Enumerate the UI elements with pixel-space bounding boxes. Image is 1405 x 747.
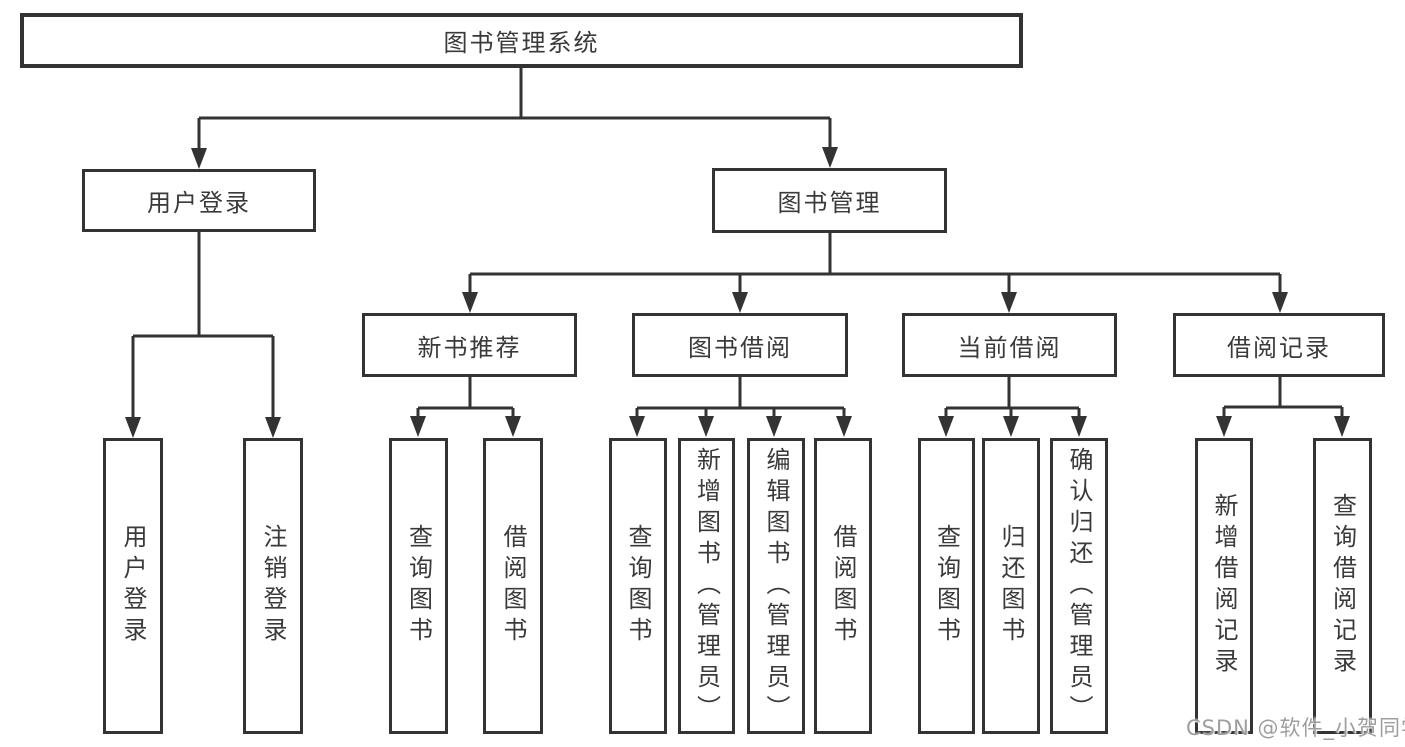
leaf-borrow-books-recommend: 借阅图书	[483, 438, 543, 734]
leaf-query-borrow-record: 查询借阅记录	[1313, 438, 1372, 734]
leaf-query-books-recommend: 查询图书	[389, 438, 448, 734]
watermark-text: CSDN @软件_小贺同学	[1186, 716, 1405, 740]
leaf-query-books-borrowing: 查询图书	[609, 438, 667, 734]
leaf-borrow-books-borrowing: 借阅图书	[814, 438, 872, 734]
node-book-management: 图书管理	[712, 168, 947, 233]
leaf-query-books-current: 查询图书	[918, 438, 975, 734]
node-user-login: 用户登录	[82, 169, 316, 232]
node-borrowing-records: 借阅记录	[1173, 313, 1385, 377]
connector-lines	[131, 68, 1344, 421]
node-library-management-system: 图书管理系统	[20, 13, 1023, 68]
leaf-user-login: 用户登录	[103, 438, 163, 734]
node-new-book-recommend: 新书推荐	[362, 313, 577, 377]
leaf-add-book-admin: 新增图书（管理员）	[678, 438, 735, 734]
leaf-return-books: 归还图书	[982, 438, 1040, 734]
arrowhead-icons	[125, 147, 1350, 438]
node-current-borrowing: 当前借阅	[902, 313, 1117, 377]
leaf-confirm-return-admin: 确认归还（管理员）	[1050, 438, 1108, 734]
leaf-logout: 注销登录	[243, 438, 303, 734]
node-book-borrowing: 图书借阅	[632, 313, 848, 377]
leaf-add-borrow-record: 新增借阅记录	[1195, 438, 1253, 734]
leaf-edit-book-admin: 编辑图书（管理员）	[747, 438, 805, 734]
